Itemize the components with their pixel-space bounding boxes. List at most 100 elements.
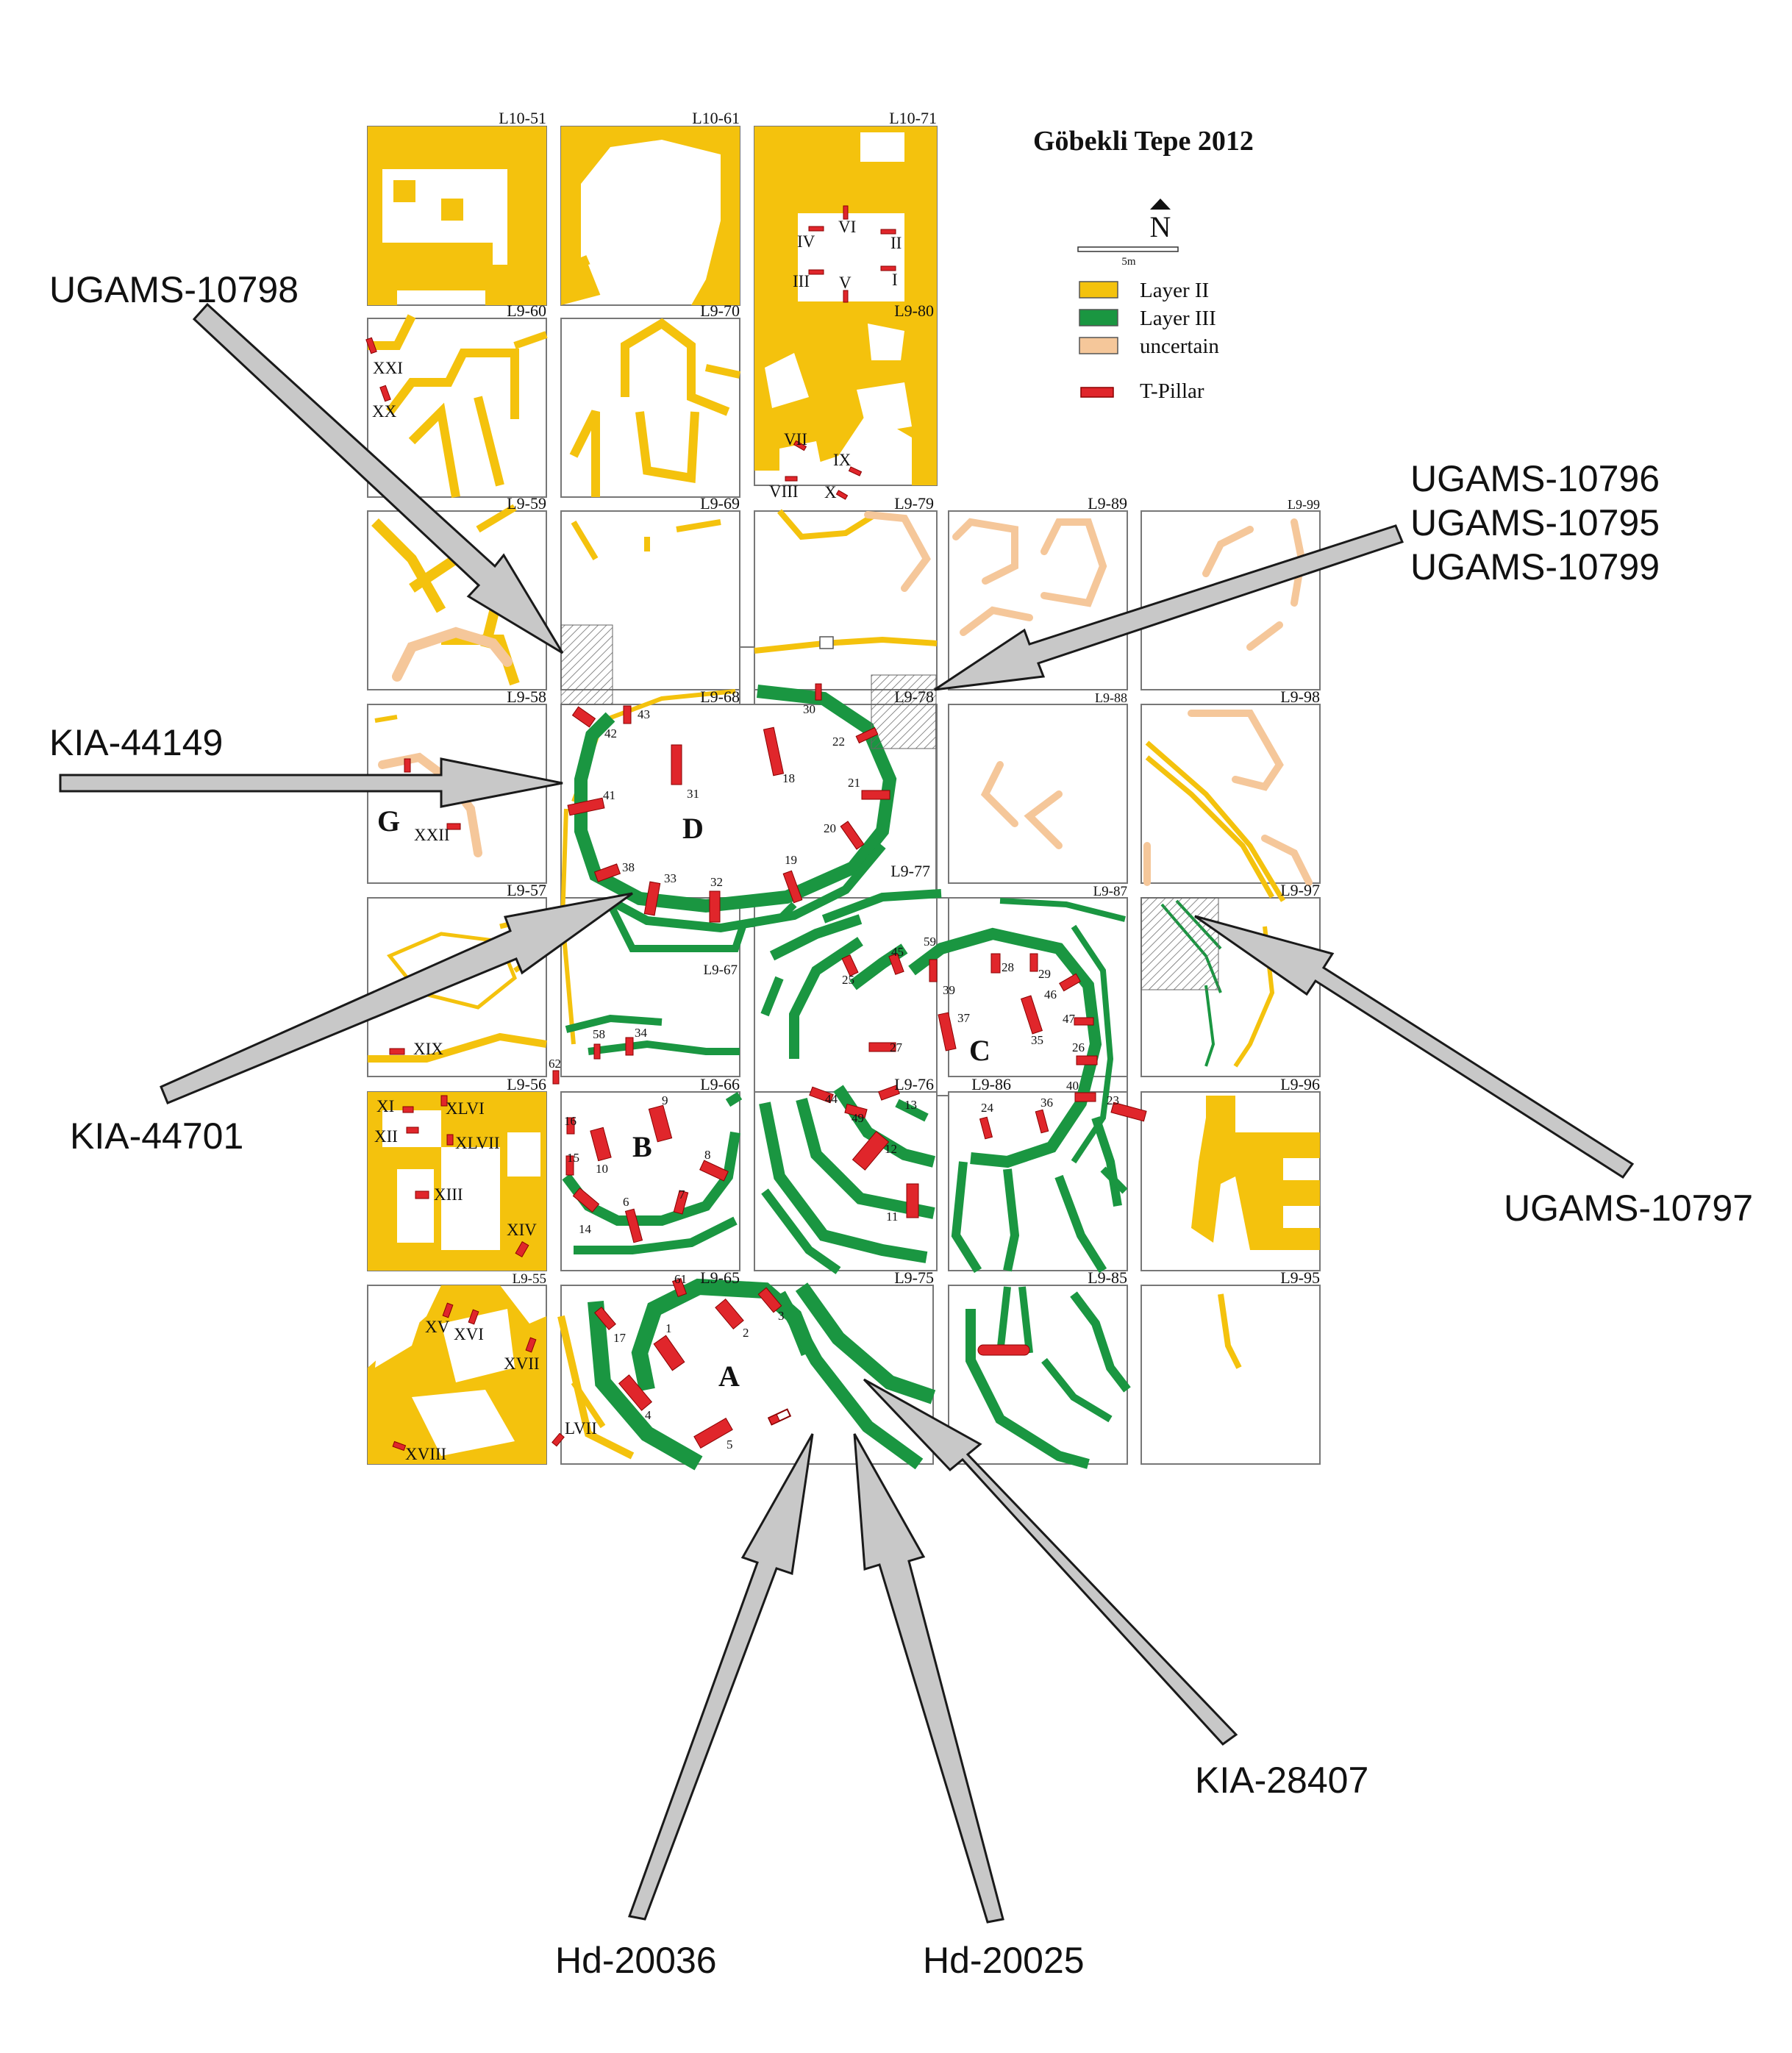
square-label: L9-67: [704, 963, 738, 978]
sample-label-hd-20036: Hd-20036: [555, 1940, 717, 1981]
square-label: L9-78: [894, 688, 934, 706]
square-label: L9-65: [700, 1268, 740, 1287]
square-label: L9-76: [894, 1075, 934, 1093]
pillar-roman-label: XIX: [413, 1040, 443, 1058]
pillar-label: 9: [662, 1093, 668, 1107]
t-pillars: [365, 205, 1147, 1452]
enclosure-g-label: G: [377, 804, 400, 838]
pillar-label: 4: [645, 1408, 652, 1422]
pillar-roman-label: XIV: [507, 1221, 537, 1239]
pillar-roman-label: XVII: [504, 1354, 540, 1373]
pillar-label: 12: [885, 1142, 897, 1156]
square-l9-77: [754, 897, 938, 1093]
pillar-roman-label: XX: [372, 402, 397, 421]
pillar-label: 6: [623, 1195, 629, 1209]
square-label: L9-70: [700, 301, 740, 320]
pillar-label: 47: [1063, 1012, 1076, 1026]
pillar-label: 46: [1044, 988, 1057, 1001]
square-l9-79: [754, 510, 938, 690]
arrow-ugams-10796-group: [934, 524, 1404, 691]
pillar-label: 1: [665, 1321, 672, 1335]
square-label: L10-51: [499, 109, 546, 127]
pillar-roman-label: IV: [797, 232, 815, 251]
square-label: L9-66: [700, 1075, 740, 1093]
pillar-label: 35: [1031, 1033, 1043, 1047]
square-label: L9-60: [507, 301, 546, 320]
square-label: L9-75: [894, 1268, 934, 1287]
legend-label-layer-iii: Layer III: [1140, 307, 1216, 330]
pillar-label: 18: [782, 771, 795, 785]
pillar-roman-label: I: [892, 271, 898, 289]
pillar-roman-label: XXI: [373, 359, 403, 377]
pillar-label: 26: [1072, 1040, 1085, 1054]
enclosure-a-label: A: [718, 1360, 740, 1393]
legend-label-layer-ii: Layer II: [1140, 279, 1209, 302]
hatch-area-l9-59: [560, 624, 613, 705]
square-label: L9-98: [1280, 688, 1320, 706]
pillar-roman-label: XVIII: [405, 1445, 446, 1463]
pillar-label: 2: [743, 1326, 749, 1340]
pillar-label: 10: [596, 1162, 608, 1176]
pillar-roman-label: XII: [374, 1127, 398, 1146]
pillar-roman-label: II: [890, 234, 902, 252]
pillar-label: 37: [957, 1011, 971, 1025]
north-arrow-icon: [1150, 199, 1171, 210]
pillar-label: 25: [842, 973, 854, 987]
hatch-area-l9-78: [871, 674, 937, 749]
square-label: L9-55: [513, 1271, 546, 1287]
square-l9-88: [948, 704, 1128, 884]
square-label: L9-77: [890, 862, 930, 880]
pillar-label: 38: [622, 860, 635, 874]
pillar-roman-label: XVI: [454, 1325, 484, 1343]
legend-swatch-layer-iii: [1079, 309, 1118, 326]
hatched-sample-areas: [560, 624, 1219, 990]
pillar-label: 41: [603, 788, 615, 802]
enclosure-labels: A B C D G: [377, 804, 990, 1393]
sample-label-kia-28407: KIA-28407: [1195, 1760, 1368, 1801]
pillar-label: 43: [638, 707, 650, 721]
pillar-label: 30: [803, 702, 815, 716]
square-label: L10-71: [889, 109, 937, 127]
pillar-label: 62: [549, 1057, 561, 1071]
pillar-label: 11: [886, 1210, 898, 1224]
pillar-label: 7: [679, 1188, 685, 1202]
pillar-roman-label: IX: [833, 451, 852, 469]
pillar-roman-label: LVII: [565, 1419, 597, 1438]
pillar-label: 58: [593, 1027, 605, 1041]
square-l9-66: [560, 1091, 740, 1271]
north-label: N: [1150, 210, 1171, 243]
legend-label-uncertain: uncertain: [1140, 335, 1219, 358]
arrow-hd-20025: [853, 1433, 1004, 1924]
square-label: L9-59: [507, 494, 546, 513]
legend-swatch-uncertain: [1079, 337, 1118, 354]
sample-label-ugams-10795: UGAMS-10795: [1410, 502, 1660, 543]
pillar-label: 19: [785, 853, 797, 867]
pillar-roman-label: VIII: [769, 482, 799, 501]
pillar-label: 5: [727, 1438, 733, 1452]
sample-label-ugams-10796: UGAMS-10796: [1410, 458, 1660, 499]
square-l9-95: [1140, 1285, 1321, 1465]
pillar-label: 23: [1107, 1093, 1119, 1107]
square-label: L9-87: [1093, 884, 1127, 899]
pillar-label: 33: [664, 871, 677, 885]
pillar-label: 59: [924, 935, 936, 949]
pillar-label: 22: [832, 735, 845, 749]
legend: Layer II Layer III uncertain T-Pillar: [1079, 279, 1219, 403]
enclosure-c-label: C: [969, 1034, 990, 1067]
pillar-label: 49: [852, 1111, 864, 1125]
pillar-label: 3: [778, 1309, 785, 1323]
pillar-label: 32: [710, 875, 723, 889]
scale-label: 5m: [1121, 256, 1136, 268]
pillar-label: 21: [848, 776, 860, 790]
square-label: L10-61: [692, 109, 740, 127]
pillar-label: 40: [1066, 1079, 1079, 1093]
square-label: L9-89: [1088, 494, 1127, 513]
sample-labels: UGAMS-10798 UGAMS-10796 UGAMS-10795 UGAM…: [49, 269, 1753, 1981]
square-label: L9-88: [1095, 690, 1127, 705]
pillar-label: 45: [891, 945, 904, 959]
pillar-label: 15: [567, 1151, 579, 1165]
pillar-label: 8: [704, 1148, 711, 1162]
map-title: Göbekli Tepe 2012: [1033, 126, 1254, 157]
pillar-label: 27: [890, 1040, 903, 1054]
